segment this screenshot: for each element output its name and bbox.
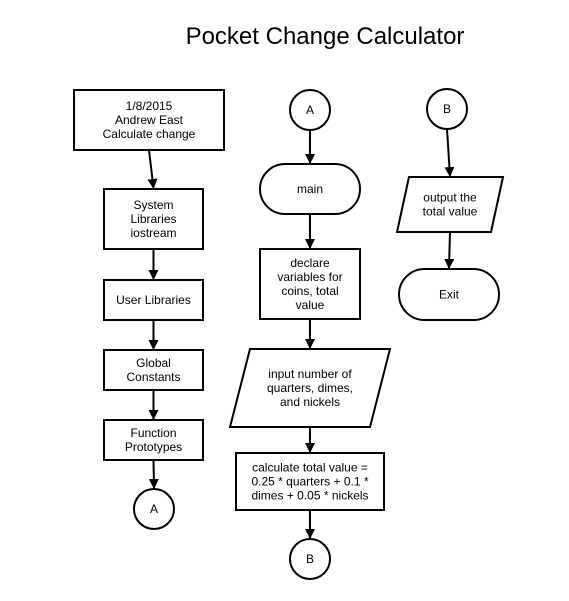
exit-label-line: Exit xyxy=(439,288,460,302)
arrow-connector-b-right-to-output xyxy=(444,128,455,177)
node-connector-a-left: A xyxy=(133,488,175,530)
input-shape xyxy=(228,348,392,428)
connector-b-middle-label-line: B xyxy=(306,552,314,566)
output-label-line: output the xyxy=(423,191,477,205)
node-connector-a-middle: A xyxy=(289,89,331,131)
input-label-line: quarters, dimes, xyxy=(267,381,353,395)
arrow-function-prototypes-to-connector-a-left xyxy=(148,459,159,489)
global-constants-shape xyxy=(103,349,204,391)
system-libraries-label-line: Libraries xyxy=(130,212,176,226)
input-label-line: and nickels xyxy=(280,395,340,409)
global-constants-label-line: Global xyxy=(136,356,171,370)
header-label-line: Andrew East xyxy=(115,113,184,127)
calculate-label-line: 0.25 * quarters + 0.1 * xyxy=(251,475,368,489)
node-connector-b-middle: B xyxy=(289,538,331,580)
declare-label-line: declare xyxy=(290,256,330,270)
node-main: main xyxy=(259,163,361,215)
output-shape xyxy=(395,176,505,233)
arrow-header-to-system-libraries xyxy=(147,149,158,189)
node-connector-b-right: B xyxy=(426,88,468,130)
main-shape xyxy=(259,163,361,215)
connector-b-right-label-line: B xyxy=(443,102,451,116)
header-shape xyxy=(73,89,225,151)
system-libraries-label-line: System xyxy=(133,198,173,212)
edges xyxy=(147,128,455,539)
calculate-label-line: dimes + 0.05 * nickels xyxy=(251,489,368,503)
declare-shape xyxy=(259,248,361,320)
arrow-output-to-exit xyxy=(444,231,455,269)
input-label-line: input number of xyxy=(268,367,352,381)
user-libraries-label-line: User Libraries xyxy=(116,293,191,307)
calculate-shape xyxy=(235,452,385,511)
function-prototypes-shape xyxy=(103,419,204,461)
connector-a-middle-shape xyxy=(289,89,331,131)
node-user-libraries: User Libraries xyxy=(103,279,204,321)
header-label-line: 1/8/2015 xyxy=(126,99,173,113)
system-libraries-label-line: iostream xyxy=(130,226,176,240)
function-prototypes-label-line: Prototypes xyxy=(125,440,182,454)
declare-label-line: coins, total xyxy=(281,284,338,298)
connector-a-left-label-line: A xyxy=(150,502,158,516)
function-prototypes-label-line: Function xyxy=(130,426,176,440)
main-label-line: main xyxy=(297,182,323,196)
declare-label-line: variables for xyxy=(277,270,342,284)
global-constants-label-line: Constants xyxy=(126,370,180,384)
connector-b-middle-shape xyxy=(289,538,331,580)
calculate-label-line: calculate total value = xyxy=(252,461,368,475)
system-libraries-shape xyxy=(103,188,204,250)
node-exit: Exit xyxy=(398,268,500,321)
diagram-title: Pocket Change Calculator xyxy=(186,23,465,50)
declare-label-line: value xyxy=(296,298,325,312)
connector-a-middle-label-line: A xyxy=(306,103,314,117)
output-label-line: total value xyxy=(423,205,478,219)
exit-shape xyxy=(398,268,500,321)
connector-b-right-shape xyxy=(426,88,468,130)
connector-a-left-shape xyxy=(133,488,175,530)
header-label-line: Calculate change xyxy=(103,127,196,141)
user-libraries-shape xyxy=(103,279,204,321)
node-calculate: calculate total value =0.25 * quarters +… xyxy=(235,452,385,511)
